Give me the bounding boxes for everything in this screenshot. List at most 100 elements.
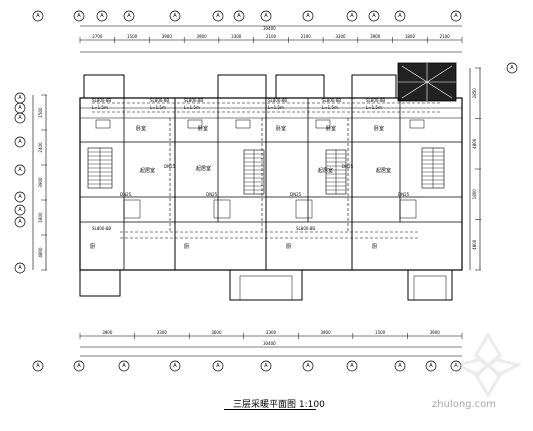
left-axis-label: A xyxy=(18,207,22,213)
top-axis-marker: A xyxy=(233,10,245,22)
top-axis-label: A xyxy=(306,13,310,19)
bottom-axis-marker: A xyxy=(73,360,85,372)
top-axis-marker: A xyxy=(450,10,462,22)
top-dimension-segment: 3300 xyxy=(335,34,346,39)
left-axis-label: A xyxy=(18,139,22,145)
pipe-label-4: SL800-8B xyxy=(268,98,287,103)
dn-tag-3: DN25 xyxy=(206,192,218,197)
top-axis-marker: A xyxy=(73,10,85,22)
room-bedroom-2: 卧室 xyxy=(198,125,208,132)
bottom-axis-marker: A xyxy=(212,360,224,372)
top-axis-label: A xyxy=(77,13,81,19)
pipe-len-5: L=1.5m xyxy=(322,105,338,110)
left-axis-label: A xyxy=(18,95,22,101)
top-axis-marker: A xyxy=(96,10,108,22)
bottom-dimension-segment: 3300 xyxy=(157,330,168,335)
pipe-len-4: L=1.5m xyxy=(268,105,284,110)
bottom-axis-marker: A xyxy=(118,360,130,372)
top-dimension-segment: 2100 xyxy=(440,34,451,39)
top-axis-marker: A xyxy=(123,10,135,22)
top-dimension-segment: 3900 xyxy=(162,34,173,39)
left-axis-label: A xyxy=(18,219,22,225)
radiator-markers xyxy=(95,119,425,219)
top-axis-marker: A xyxy=(346,10,358,22)
top-axis-marker: A xyxy=(394,10,406,22)
top-axis-label: A xyxy=(127,13,131,19)
top-total-dimension: 30400 xyxy=(263,26,276,31)
bottom-axis-marker: A xyxy=(394,360,406,372)
room-living-1: 起居室 xyxy=(140,167,155,174)
top-axis-marker: A xyxy=(212,10,224,22)
room-bedroom-1: 卧室 xyxy=(136,125,146,132)
room-labels: 卧室 卧室 卧室 卧室 卧室 起居室 起居室 起居室 起居室 厨 厨 厨 厨 xyxy=(90,125,391,250)
dn-tag-4: DN25 xyxy=(290,192,302,197)
top-axis-label: A xyxy=(398,13,402,19)
dn-tag-2: DN25 xyxy=(164,164,176,169)
pipe-annotations: SL800-8B SL800-8B SL800-8B SL800-8B SL80… xyxy=(92,98,410,231)
left-dimension-segment: 2400 xyxy=(38,142,43,153)
room-kitchen-1: 厨 xyxy=(90,244,95,250)
bottom-total-dimension: 30400 xyxy=(263,341,276,346)
top-axis-label: A xyxy=(173,13,177,19)
pipe-label-3: SL800-8B xyxy=(184,98,203,103)
left-axis-label: A xyxy=(18,105,22,111)
building-outline xyxy=(79,62,463,301)
left-axis-marker: A xyxy=(14,262,26,274)
top-axis-marker: A xyxy=(32,10,44,22)
bottom-axis-marker: A xyxy=(346,360,358,372)
bottom-axis-marker: A xyxy=(302,360,314,372)
top-dimension-segment: 3900 xyxy=(370,34,381,39)
room-bedroom-4: 卧室 xyxy=(326,125,336,132)
right-axis-markers: A xyxy=(506,62,518,74)
right-dimension-segment: 1800 xyxy=(472,189,477,200)
top-axis-label: A xyxy=(372,13,376,19)
bottom-axis-marker: A xyxy=(425,360,437,372)
top-dimension-segment: 1500 xyxy=(127,34,138,39)
left-axis-marker: A xyxy=(14,164,26,176)
room-living-3: 起居室 xyxy=(318,167,333,174)
watermark-logo-icon xyxy=(453,332,523,398)
top-axis-marker: A xyxy=(260,10,272,22)
left-dimension-segment: 1500 xyxy=(38,107,43,118)
bottom-axis-label: A xyxy=(122,363,126,369)
left-axis-marker: A xyxy=(14,92,26,104)
pipe-label-2: SL800-8B xyxy=(150,98,169,103)
drawing-scale: 1:100 xyxy=(298,400,325,410)
bottom-axis-marker: A xyxy=(450,360,462,372)
right-axis-label: A xyxy=(510,65,514,71)
left-axis-label: A xyxy=(18,115,22,121)
room-living-4: 起居室 xyxy=(376,167,391,174)
dn-tag-1: DN25 xyxy=(120,192,132,197)
right-dimension-segment: 2850 xyxy=(472,88,477,99)
room-living-2: 起居室 xyxy=(196,165,211,172)
bottom-dimension-segment: 3900 xyxy=(430,330,441,335)
top-dimension-segment: 3900 xyxy=(196,34,207,39)
drawing-caption: 三层采暖平面图 1:100 xyxy=(233,397,325,410)
pipe-label-6: SL800-8B xyxy=(366,98,385,103)
bottom-dimension-segment: 3900 xyxy=(320,330,331,335)
room-bedroom-3: 卧室 xyxy=(276,125,286,132)
stair-1 xyxy=(87,147,113,189)
left-axis-label: A xyxy=(18,167,22,173)
bottom-axis-label: A xyxy=(77,363,81,369)
room-kitchen-3: 厨 xyxy=(286,244,291,250)
bottom-axis-label: A xyxy=(264,363,268,369)
bottom-axis-label: A xyxy=(454,363,458,369)
bottom-axis-label: A xyxy=(216,363,220,369)
left-axis-marker: A xyxy=(14,102,26,114)
top-dimension-segment: 1800 xyxy=(405,34,416,39)
bottom-axis-label: A xyxy=(350,363,354,369)
top-axis-label: A xyxy=(36,13,40,19)
room-kitchen-2: 厨 xyxy=(184,244,189,250)
bottom-axis-marker: A xyxy=(169,360,181,372)
top-axis-marker: A xyxy=(169,10,181,22)
pipe-len-6: L=1.5m xyxy=(366,105,382,110)
stair-4 xyxy=(421,147,445,189)
pipe-label-bottom-right: SL800-8B xyxy=(296,226,315,231)
bottom-dimension-segment: 3300 xyxy=(266,330,277,335)
